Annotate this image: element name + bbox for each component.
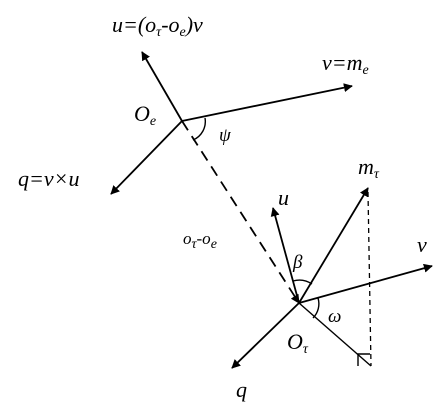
beta-angle-arc xyxy=(292,279,313,285)
omega-label: ω xyxy=(328,306,341,327)
q-axis-e xyxy=(110,120,183,195)
psi-label: ψ xyxy=(219,125,232,146)
beta-label: β xyxy=(292,252,303,273)
origin-e-label: Oe xyxy=(134,101,156,129)
psi-angle-arc xyxy=(192,117,207,141)
q-axis-tau xyxy=(231,302,300,369)
origin-tau-label: Oτ xyxy=(287,329,309,357)
v-label-bottom: v xyxy=(417,232,427,257)
u-axis-tau xyxy=(270,207,300,304)
v-axis-tau xyxy=(298,263,433,304)
v-axis-e xyxy=(181,83,353,122)
frame-e xyxy=(110,51,353,195)
u-axis-e xyxy=(141,51,183,122)
m-tau-label: mτ xyxy=(358,154,380,182)
difference-vector xyxy=(181,120,300,304)
right-angle-mark xyxy=(357,353,370,366)
omega-angle-arc xyxy=(312,297,320,319)
projection-line xyxy=(367,191,372,367)
q-extension xyxy=(298,302,372,367)
u-label-top: u=(oτ-oe)v xyxy=(112,12,203,40)
q-label-top: q=v×u xyxy=(18,166,79,191)
frame-tau xyxy=(231,187,433,369)
u-label-bottom: u xyxy=(278,185,289,210)
v-label-top: v=me xyxy=(322,50,369,78)
q-label-bottom: q xyxy=(236,377,247,402)
difference-label: oτ-oe xyxy=(183,229,217,252)
